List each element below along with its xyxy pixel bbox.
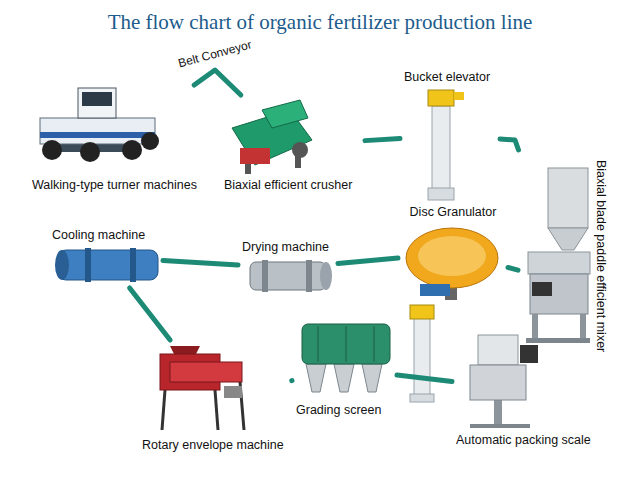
belt-conveyor (194, 70, 241, 95)
turner-machine-figure (40, 118, 155, 144)
mixer-figure (530, 274, 588, 314)
grading-screen-figure (302, 324, 390, 364)
machine-node: Rotary envelope machine (138, 340, 292, 455)
belt-conveyor (163, 260, 238, 265)
cooling-drum-figure (55, 250, 69, 280)
packing-scale-figure (478, 335, 518, 365)
bucket-elevator-figure (428, 188, 454, 200)
mixer-figure (526, 338, 590, 343)
mixer-figure (580, 314, 586, 340)
mixer-figure (526, 168, 590, 343)
machine-label: Walking-type turner machines (28, 176, 201, 195)
turner-machine-figure (40, 132, 155, 138)
machine-node: Bucket elevator (400, 68, 500, 203)
disc-granulator-figure (420, 284, 450, 296)
machine-label: Drying machine (238, 238, 333, 257)
conveyor-label: Belt Conveyor (175, 37, 255, 71)
grading-screen-figure (362, 364, 382, 392)
cooling-drum-figure (130, 248, 136, 282)
disc-granulator-figure (406, 228, 498, 300)
drying-drum-figure (320, 262, 332, 290)
packing-scale-figure (494, 400, 502, 426)
grading-screen-figure (306, 364, 326, 392)
machine-label: Biaxial blade paddle efficient mixer (591, 156, 610, 356)
packing-scale-figure (470, 335, 538, 428)
machine-label: Biaxial efficient crusher (220, 176, 356, 195)
machine-label: Bucket elevator (400, 68, 494, 87)
cooling-drum-figure (58, 250, 158, 280)
cooling-drum-figure (85, 248, 91, 282)
rotary-envelope-figure (162, 390, 165, 430)
mixer-figure (528, 252, 590, 274)
grading-screen-figure (334, 364, 354, 392)
belt-conveyor (500, 139, 519, 150)
cooling-drum-figure (55, 248, 158, 282)
mixer-figure (532, 314, 538, 340)
machine-label: Disc Granulator (406, 203, 501, 222)
disc-granulator-figure (406, 228, 498, 288)
drying-drum-figure (250, 262, 326, 290)
turner-machine-figure (40, 88, 159, 162)
machine-node: Automatic packing scale (452, 330, 600, 450)
grading-screen-figure (374, 326, 375, 362)
machine-label: Grading screen (292, 401, 385, 420)
turner-machine-figure (82, 92, 112, 106)
crusher-figure (232, 100, 312, 174)
grading-screen-figure (302, 324, 390, 392)
machine-node: Grading screen (292, 318, 397, 420)
turner-machine-figure (80, 142, 100, 162)
belt-conveyor (338, 258, 398, 263)
mixer-figure (548, 168, 588, 228)
bucket-elevator-figure (428, 90, 454, 106)
crusher-figure (240, 148, 270, 164)
disc-granulator-figure (418, 236, 486, 276)
second-bucket-elevator-figure (410, 394, 434, 402)
machine-node: Cooling machine (48, 226, 163, 288)
mixer-figure (548, 228, 588, 250)
second-bucket-elevator-figure (410, 305, 434, 319)
belt-conveyor (365, 139, 400, 141)
mixer-figure (532, 282, 552, 296)
bucket-elevator-figure (454, 92, 464, 100)
packing-scale-figure (470, 365, 526, 400)
drying-drum-figure (306, 260, 312, 292)
grading-screen-figure (318, 326, 319, 362)
belt-conveyor (508, 267, 518, 270)
rotary-envelope-figure (215, 390, 218, 430)
second-bucket-elevator-figure (410, 305, 434, 402)
packing-scale-figure (470, 424, 530, 428)
bucket-elevator-figure (432, 106, 450, 192)
turner-machine-figure (141, 132, 159, 150)
drying-drum-figure (250, 260, 332, 292)
rotary-envelope-figure (170, 362, 242, 382)
crusher-figure (262, 100, 308, 128)
drying-drum-figure (262, 260, 268, 292)
machine-node: Walking-type turner machines (28, 85, 208, 195)
belt-conveyor (289, 378, 294, 383)
machine-label: Automatic packing scale (452, 431, 595, 450)
turner-machine-figure (42, 140, 62, 160)
machine-node: Disc Granulator (398, 203, 508, 303)
grading-screen-figure (346, 326, 347, 362)
bucket-elevator-figure (428, 90, 464, 200)
belt-conveyor (130, 288, 170, 340)
packing-scale-figure (520, 345, 538, 363)
machine-label: Cooling machine (48, 226, 149, 245)
crusher-figure (292, 142, 308, 158)
second-bucket-elevator-figure (414, 318, 430, 396)
turner-machine-figure (78, 88, 116, 118)
diagram-title: The flow chart of organic fertilizer pro… (0, 0, 640, 35)
turner-machine-figure (122, 140, 142, 160)
rotary-envelope-figure (224, 386, 242, 398)
machine-node: Biaxial blade paddle efficient mixer (518, 150, 612, 415)
rotary-envelope-figure (160, 346, 244, 430)
machine-node: Drying machine (238, 238, 338, 298)
belt-conveyor (397, 375, 452, 381)
machine-node: Biaxial efficient crusher (220, 95, 365, 195)
machine-label: Rotary envelope machine (138, 436, 288, 455)
